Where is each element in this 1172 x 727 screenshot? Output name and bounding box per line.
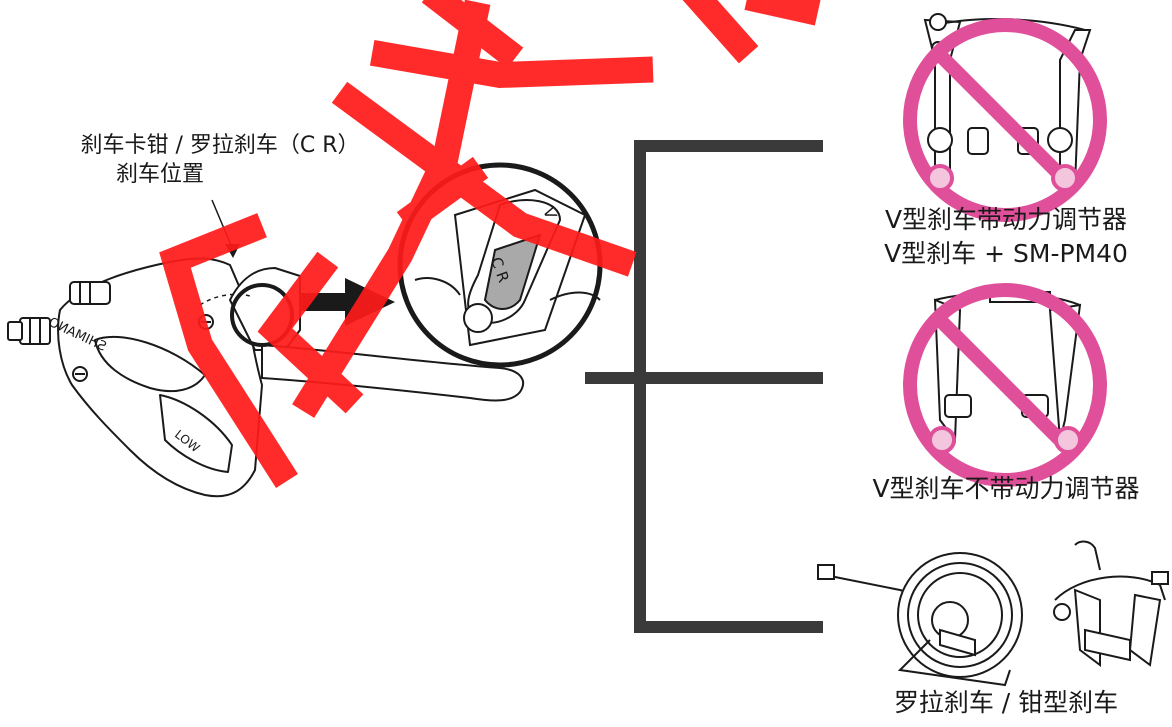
option2-line1: V型刹车不带动力调节器 <box>872 474 1140 503</box>
pointer-arrowhead-icon <box>225 244 240 258</box>
arrow-right-icon <box>300 278 395 326</box>
caliper-brake-drawing <box>1053 540 1169 667</box>
options-bracket <box>585 140 823 633</box>
prohibit-icon <box>903 283 1107 487</box>
prohibit-icon <box>903 18 1107 222</box>
roller-brake-drawing <box>817 552 1023 687</box>
option1-line2: V型刹车 + SM-PM40 <box>884 239 1128 268</box>
lever-title-line2: 刹车位置 <box>115 162 204 187</box>
option3-line1: 罗拉刹车 / 钳型刹车 <box>893 688 1119 717</box>
option1-line1: V型刹车带动力调节器 <box>884 205 1128 234</box>
lever-title-line1: 刹车卡钳 / 罗拉刹车（C R） <box>80 133 360 158</box>
